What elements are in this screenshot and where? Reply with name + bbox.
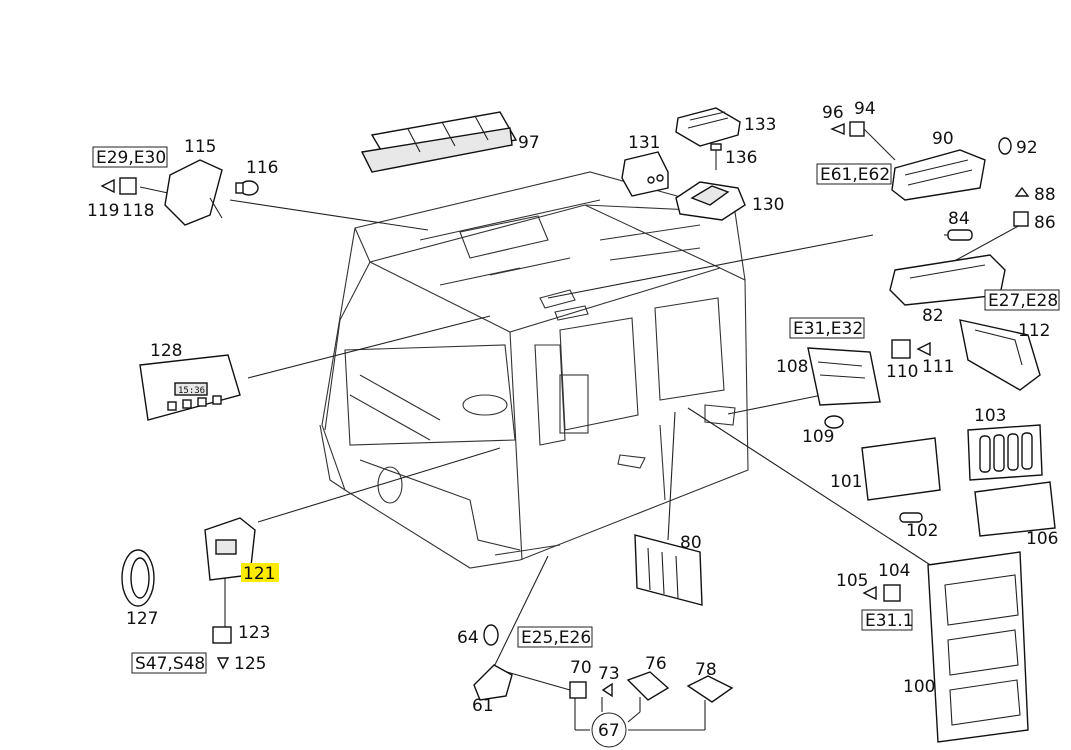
part-61-lamp <box>473 664 513 701</box>
callout-67: 67 <box>598 721 620 741</box>
callout-86: 86 <box>1034 213 1056 233</box>
callout-73: 73 <box>598 664 620 684</box>
callout-131: 131 <box>628 133 660 153</box>
callout-104: 104 <box>878 561 910 581</box>
part-64-bulb <box>483 624 499 646</box>
part-128-clock <box>139 354 241 421</box>
callout-103: 103 <box>974 406 1006 426</box>
callout-78: 78 <box>695 660 717 680</box>
callout-67-circle <box>591 712 627 748</box>
callout-94: 94 <box>854 99 876 119</box>
part-118-119-connectors <box>100 177 137 195</box>
callout-92: 92 <box>1016 138 1038 158</box>
callout-101: 101 <box>830 472 862 492</box>
ref-e29-e30: E29,E30 <box>96 148 166 168</box>
part-136-screw <box>710 143 722 170</box>
callout-115: 115 <box>184 137 216 157</box>
callout-125: 125 <box>234 654 266 674</box>
callout-130: 130 <box>752 195 784 215</box>
callout-88: 88 <box>1034 185 1056 205</box>
callout-108: 108 <box>776 357 808 377</box>
callout-84: 84 <box>948 209 970 229</box>
callout-96: 96 <box>822 103 844 123</box>
callout-128: 128 <box>150 341 182 361</box>
callout-136: 136 <box>725 148 757 168</box>
part-131-module <box>621 151 669 197</box>
part-108-lamp <box>807 347 881 406</box>
ref-e61-e62: E61,E62 <box>820 165 890 185</box>
ref-e31-e32: E31,E32 <box>793 319 863 339</box>
part-110-111-connectors <box>891 339 931 359</box>
callout-121: 121 <box>243 564 275 584</box>
ref-s47-s48: S47,S48 <box>135 654 205 674</box>
callout-97: 97 <box>518 133 540 153</box>
callout-121-highlight <box>241 563 279 582</box>
part-123-125-connectors <box>212 626 232 670</box>
part-80-grille <box>634 534 703 606</box>
callout-numbers: 121 115 116 118 119 97 131 133 136 130 9… <box>87 99 1058 748</box>
part-97-roof-lamp <box>360 111 518 173</box>
callout-109: 109 <box>802 427 834 447</box>
part-115-reading-lamp <box>164 159 223 226</box>
callout-119: 119 <box>87 201 119 221</box>
callout-70: 70 <box>570 658 592 678</box>
part-102-bulb <box>899 512 923 523</box>
part-94-96-connectors <box>830 121 896 161</box>
callout-100: 100 <box>903 677 935 697</box>
part-106-lens <box>974 481 1056 537</box>
ref-e31-1: E31.1 <box>865 611 914 631</box>
part-70-73-76-78 <box>569 671 734 703</box>
callout-110: 110 <box>886 362 918 382</box>
callout-102: 102 <box>906 521 938 541</box>
part-100-panel <box>927 551 1029 743</box>
callout-106: 106 <box>1026 529 1058 549</box>
part-130-lamp <box>675 181 746 221</box>
part-92-bulb <box>998 137 1012 155</box>
part-86-88-bulb-connector <box>1013 186 1030 227</box>
callout-111: 111 <box>922 357 954 377</box>
part-133-housing <box>675 107 741 147</box>
callout-82: 82 <box>922 306 944 326</box>
part-101-lens <box>861 437 941 501</box>
clock-display-text: 15:36 <box>178 386 205 396</box>
ref-e25-e26: E25,E26 <box>521 628 591 648</box>
part-84-festoon-bulb <box>944 229 973 241</box>
part-127-grommet <box>121 549 155 607</box>
callout-112: 112 <box>1018 321 1050 341</box>
part-90-interior-lamp <box>891 149 986 201</box>
reference-labels: E29,E30 E61,E62 E27,E28 E31,E32 E25,E26 … <box>92 146 1060 674</box>
callout-80: 80 <box>680 533 702 553</box>
callout-116: 116 <box>246 158 278 178</box>
part-112-frame <box>959 319 1041 391</box>
callout-127: 127 <box>126 609 158 629</box>
callout-61: 61 <box>472 696 494 716</box>
part-109-bulb <box>824 415 844 429</box>
callout-118: 118 <box>122 201 154 221</box>
part-116-bulb <box>235 180 259 196</box>
callout-123: 123 <box>238 623 270 643</box>
callout-133: 133 <box>744 115 776 135</box>
part-104-105-connectors <box>862 584 901 602</box>
callout-64: 64 <box>457 628 479 648</box>
truck-cab <box>319 171 749 569</box>
ref-e27-e28: E27,E28 <box>988 291 1058 311</box>
callout-105: 105 <box>836 571 868 591</box>
part-103-grille <box>967 424 1043 481</box>
callout-76: 76 <box>645 654 667 674</box>
callout-90: 90 <box>932 129 954 149</box>
